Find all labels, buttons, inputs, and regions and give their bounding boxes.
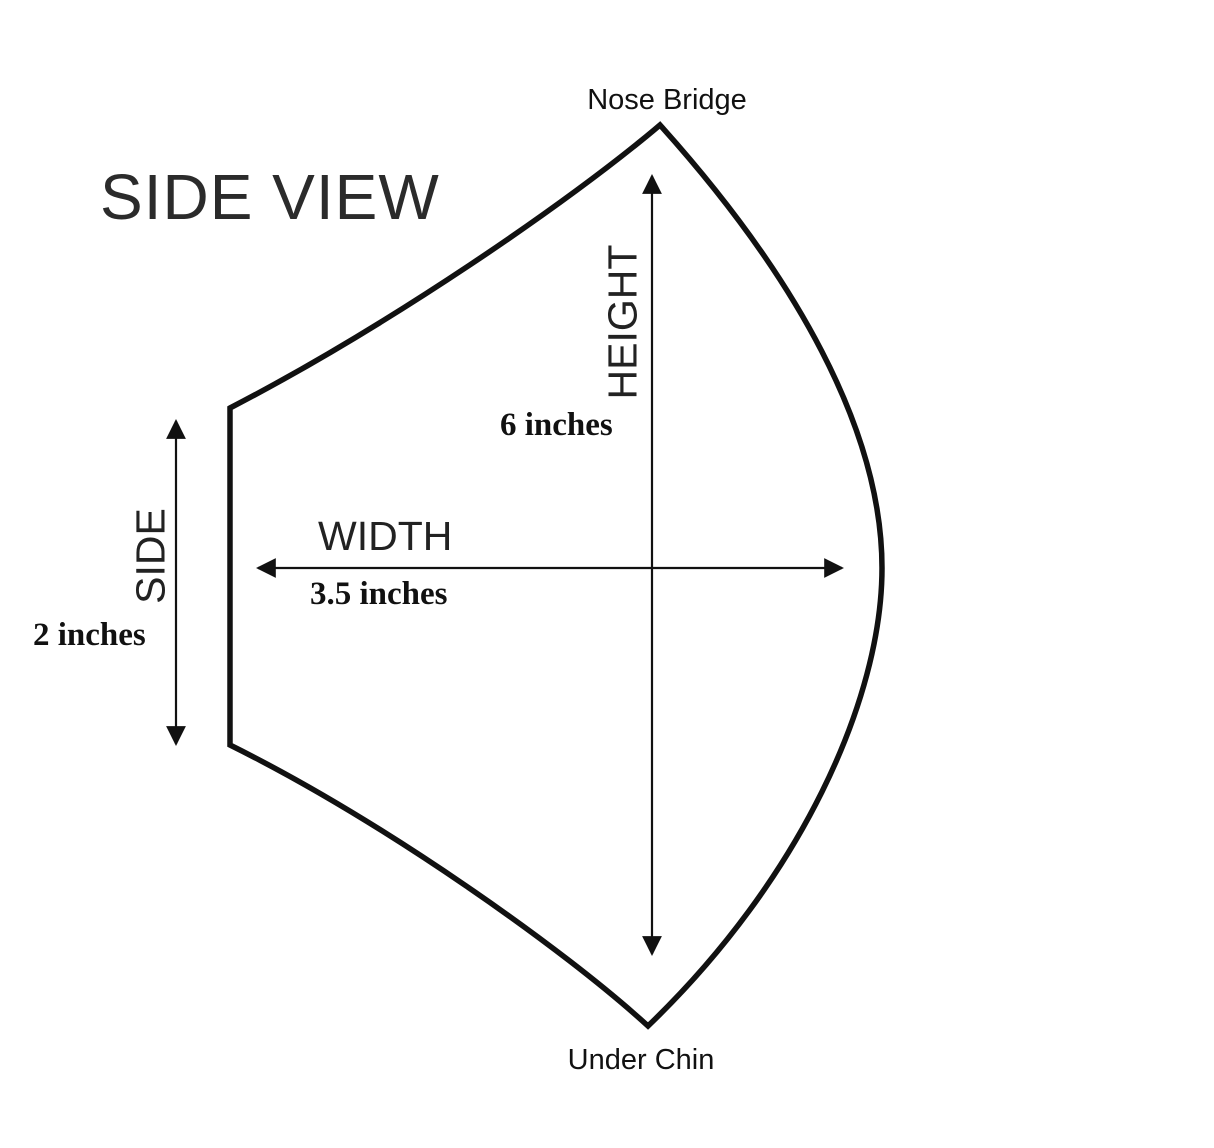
page-title: SIDE VIEW <box>100 161 440 233</box>
width-dimension-label: WIDTH <box>318 513 453 559</box>
nose-bridge-label: Nose Bridge <box>587 84 747 116</box>
height-dimension-label: HEIGHT <box>599 244 646 400</box>
height-dimension-value: 6 inches <box>500 407 613 443</box>
side-dimension-label: SIDE <box>127 508 174 604</box>
under-chin-label: Under Chin <box>567 1044 715 1076</box>
width-dimension-value: 3.5 inches <box>310 576 448 612</box>
side-dimension-value: 2 inches <box>33 617 146 653</box>
